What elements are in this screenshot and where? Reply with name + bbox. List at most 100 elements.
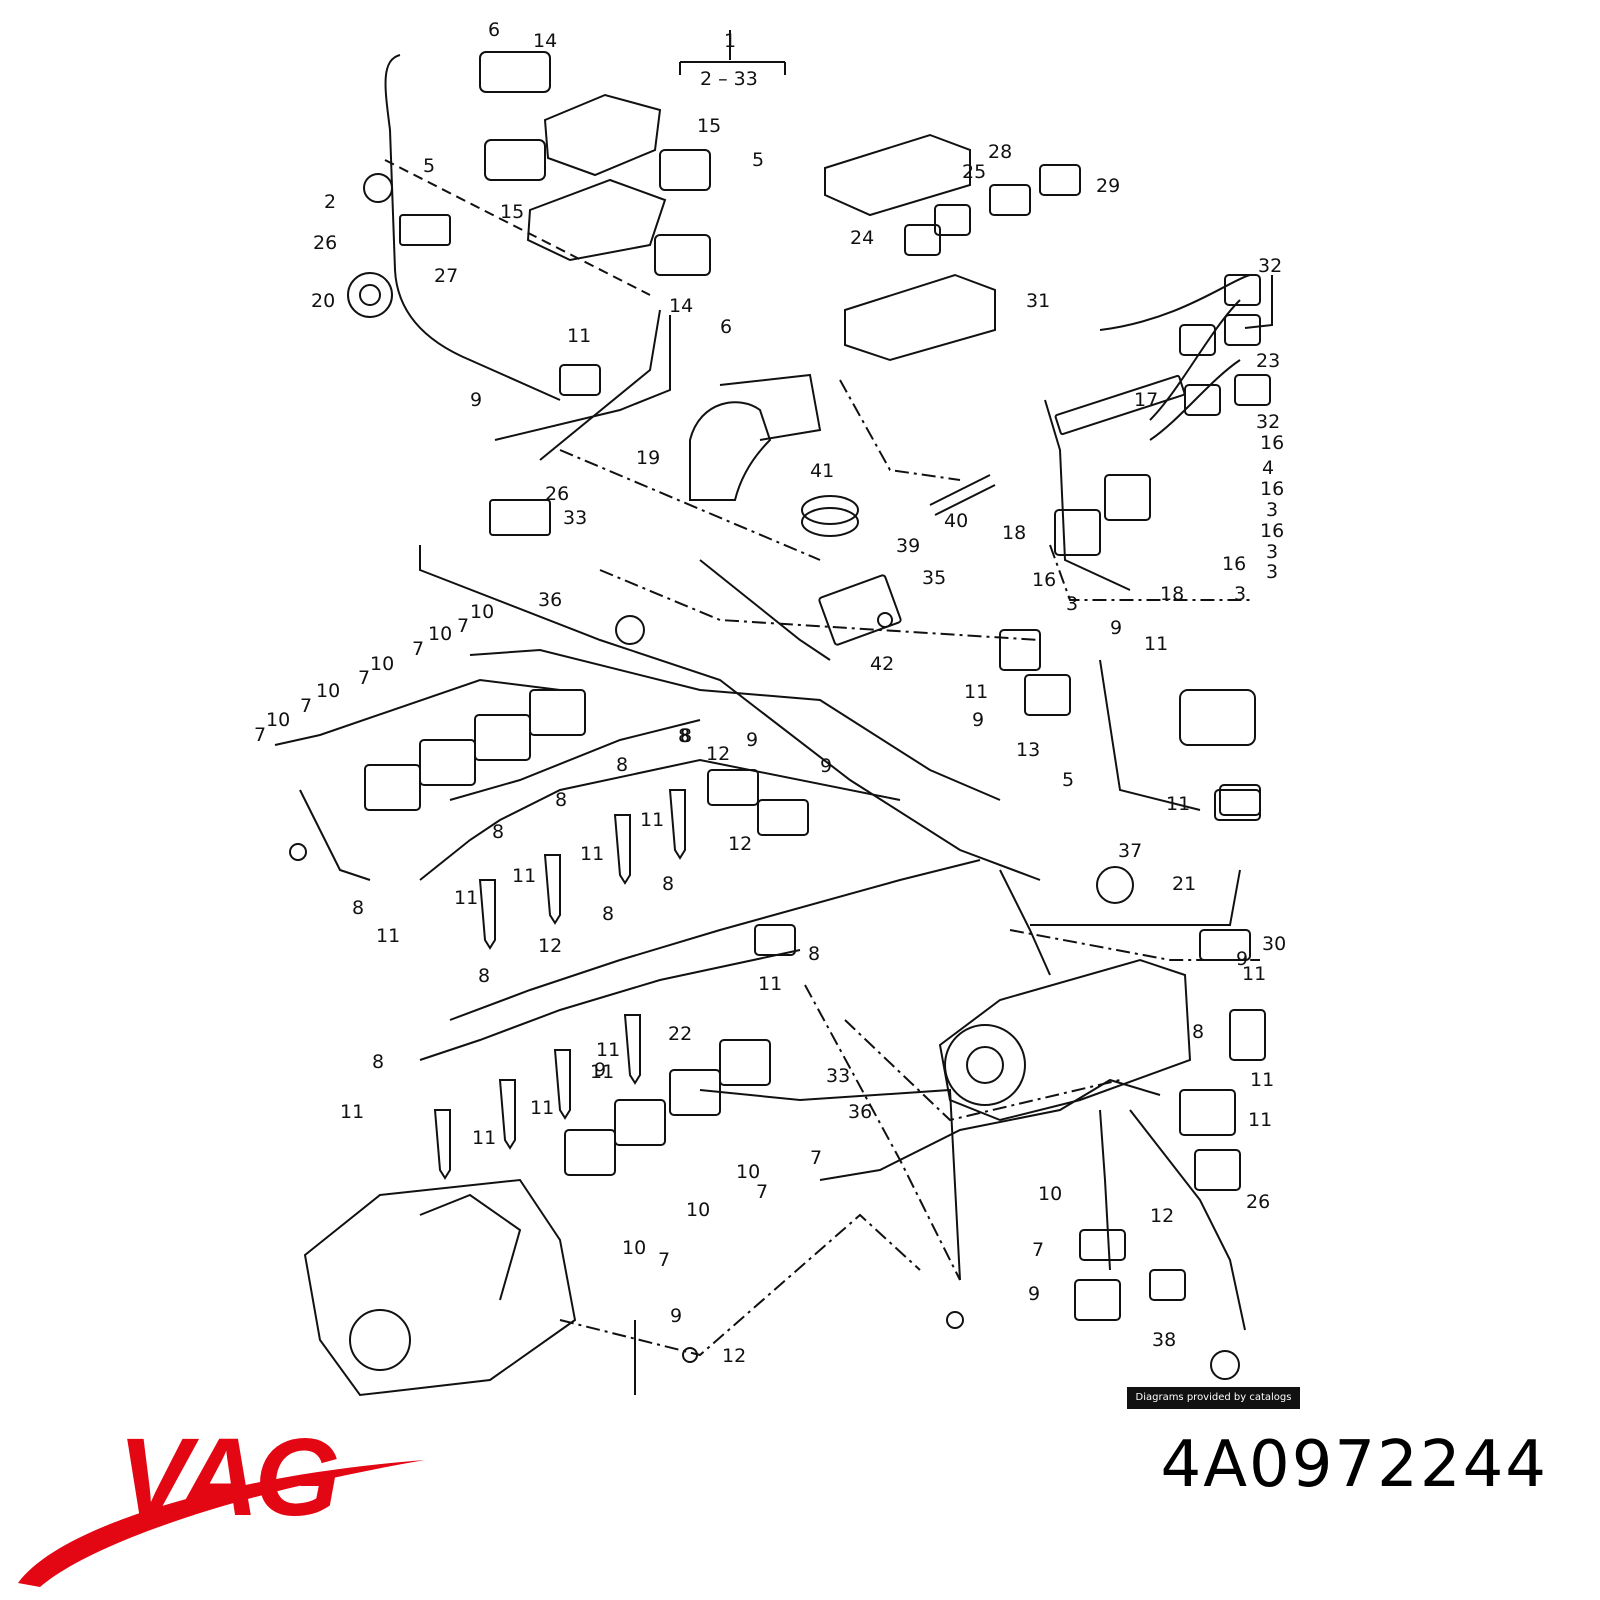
callout: 10 xyxy=(470,601,494,623)
callout: 14 xyxy=(669,295,693,317)
callout: 13 xyxy=(1016,739,1040,761)
callout: 35 xyxy=(922,567,946,589)
callout: 18 xyxy=(1160,583,1184,605)
callout: 10 xyxy=(1038,1183,1062,1205)
callout: 26 xyxy=(545,483,569,505)
callout: 24 xyxy=(850,227,874,249)
callout: 4 xyxy=(1262,457,1274,479)
callout: 11 xyxy=(1250,1069,1274,1091)
callout: 11 xyxy=(376,925,400,947)
callout: 25 xyxy=(962,161,986,183)
callout: 9 xyxy=(1028,1283,1040,1305)
callout: 9 xyxy=(1236,948,1248,970)
callout: 9 xyxy=(594,1059,606,1081)
callout: 36 xyxy=(538,589,562,611)
callout: 30 xyxy=(1262,933,1286,955)
callout: 10 xyxy=(370,653,394,675)
logo-text: VAG xyxy=(118,1416,340,1539)
callout: 7 xyxy=(412,638,424,660)
callout: 7 xyxy=(254,724,266,746)
callout: 8 xyxy=(680,725,692,747)
callout: 11 xyxy=(530,1097,554,1119)
callout: 8 xyxy=(478,965,490,987)
callout: 12 xyxy=(1150,1205,1174,1227)
callout: 8 xyxy=(602,903,614,925)
callout: 6 xyxy=(488,19,500,41)
callout: 7 xyxy=(1032,1239,1044,1261)
callout: 3 xyxy=(1234,583,1246,605)
callout: 11 xyxy=(590,1061,614,1083)
callout: 27 xyxy=(434,265,458,287)
callout: 11 xyxy=(512,865,536,887)
callout: 7 xyxy=(810,1147,822,1169)
callout: 14 xyxy=(533,30,557,52)
callout: 5 xyxy=(752,149,764,171)
callout: 8 xyxy=(555,789,567,811)
callout: 31 xyxy=(1026,290,1050,312)
callout: 15 xyxy=(500,201,524,223)
callout: 36 xyxy=(848,1101,872,1123)
callout: 12 xyxy=(706,743,730,765)
callout: 12 xyxy=(728,833,752,855)
callout: 9 xyxy=(1110,617,1122,639)
callout: 17 xyxy=(1134,389,1158,411)
callout: 41 xyxy=(810,460,834,482)
callout: 11 xyxy=(1144,633,1168,655)
wiring-harness-diagram: 1 2 – 33 6 14 5 15 15 5 2 26 27 14 6 20 … xyxy=(254,19,1286,1397)
callout: 7 xyxy=(658,1249,670,1271)
callout: 20 xyxy=(311,290,335,312)
callout: 5 xyxy=(1062,769,1074,791)
diagram-credit-label: Diagrams provided by catalogs parts xyxy=(1127,1387,1300,1425)
callout: 5 xyxy=(423,155,435,177)
callout: 9 xyxy=(670,1305,682,1327)
callout: 16 xyxy=(1260,432,1284,454)
callout: 11 xyxy=(1166,793,1190,815)
callout: 11 xyxy=(580,843,604,865)
callout: 16 xyxy=(1222,553,1246,575)
callout: 11 xyxy=(472,1127,496,1149)
callout: 18 xyxy=(1002,522,1026,544)
callout: 8 xyxy=(1192,1021,1204,1043)
callout: 8 xyxy=(808,943,820,965)
callout: 3 xyxy=(1266,541,1278,563)
callout: 11 xyxy=(340,1101,364,1123)
callout: 11 xyxy=(1248,1109,1272,1131)
callout: 7 xyxy=(457,615,469,637)
callout: 1 xyxy=(724,30,736,52)
callout: 10 xyxy=(428,623,452,645)
callout: 7 xyxy=(358,667,370,689)
callout: 11 xyxy=(454,887,478,909)
callout: 22 xyxy=(668,1023,692,1045)
callout: 11 xyxy=(640,809,664,831)
callout: 9 xyxy=(746,729,758,751)
callout: 32 xyxy=(1256,411,1280,433)
callout: 19 xyxy=(636,447,660,469)
vag-logo: VAG xyxy=(0,1405,440,1600)
callout: 10 xyxy=(266,709,290,731)
callout: 3 xyxy=(1266,499,1278,521)
callout: 3 xyxy=(1266,561,1278,583)
callout: 7 xyxy=(300,695,312,717)
callout: 16 xyxy=(1260,520,1284,542)
callout: 21 xyxy=(1172,873,1196,895)
callout: 10 xyxy=(686,1199,710,1221)
callout: 9 xyxy=(972,709,984,731)
callout: 26 xyxy=(1246,1191,1270,1213)
callout: 42 xyxy=(870,653,894,675)
callout: 38 xyxy=(1152,1329,1176,1351)
callout: 8 xyxy=(678,725,690,747)
callout: 8 xyxy=(616,754,628,776)
callout: 6 xyxy=(720,316,732,338)
callout: 9 xyxy=(470,389,482,411)
callout: 40 xyxy=(944,510,968,532)
callout: 28 xyxy=(988,141,1012,163)
callout: 23 xyxy=(1256,350,1280,372)
callout: 10 xyxy=(736,1161,760,1183)
callout: 12 xyxy=(538,935,562,957)
callout: 8 xyxy=(492,821,504,843)
callout: 29 xyxy=(1096,175,1120,197)
callout: 7 xyxy=(756,1181,768,1203)
callout: 8 xyxy=(352,897,364,919)
callout: 16 xyxy=(1260,478,1284,500)
callout: 10 xyxy=(316,680,340,702)
